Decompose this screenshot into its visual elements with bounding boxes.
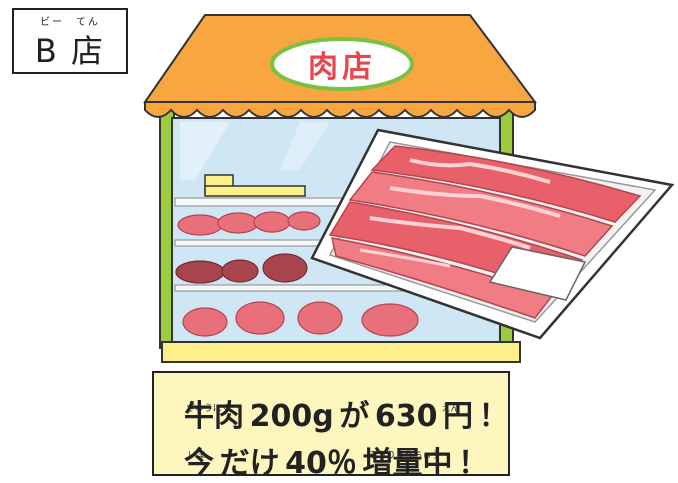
ruby-ima: いま [188,451,207,461]
ad-line-2: いま 今 だけ 40％ ぞうりょうちゅう 増量中 ！ [184,438,488,482]
ruby-zouryouchuu: ぞうりょうちゅう [368,451,441,461]
meat-row-mid [175,253,308,284]
shop-base [161,341,521,363]
text-gyuuniku: 牛肉 [184,399,244,434]
tray-label [488,246,587,301]
meat-tray [310,128,675,340]
ad-line-1: ぎゅうにく 牛肉 200g が 630 えん 円 ！ [184,391,509,435]
word-en: えん 円 [437,399,478,434]
store-label-box: ビー てん B 店 [12,8,128,74]
text-amount: 200g [249,399,334,434]
text-ga: が [339,399,370,434]
shop-sign-oval [270,37,414,91]
ruby-en: えん [441,404,460,414]
text-percent: 40％ [285,446,357,481]
text-price: 630 [374,399,438,434]
text-dake: だけ [219,446,280,481]
text-bang-1: ！ [478,399,509,434]
ruby-gyuuniku: ぎゅうにく [186,404,231,414]
text-ima: 今 [184,446,214,481]
shop-sign-text: 肉店 [308,50,376,85]
text-en: 円 [443,399,474,434]
awning-scallops [144,101,536,118]
meat-row-low [182,301,419,337]
store-label-ruby: ビー てん [40,17,100,28]
text-zouryouchuu: 増量中 [362,446,453,481]
store-label-name: B 店 [34,32,106,70]
word-gyuuniku: ぎゅうにく 牛肉 [184,399,250,434]
word-zouryouchuu: ぞうりょうちゅう 増量中 [362,446,458,481]
word-ima: いま 今 [184,446,220,481]
price-advertisement: ぎゅうにく 牛肉 200g が 630 えん 円 ！ いま 今 だけ 40％ ぞ… [152,371,510,481]
text-bang-2: ！ [458,446,489,481]
meat-row-top [177,211,321,236]
